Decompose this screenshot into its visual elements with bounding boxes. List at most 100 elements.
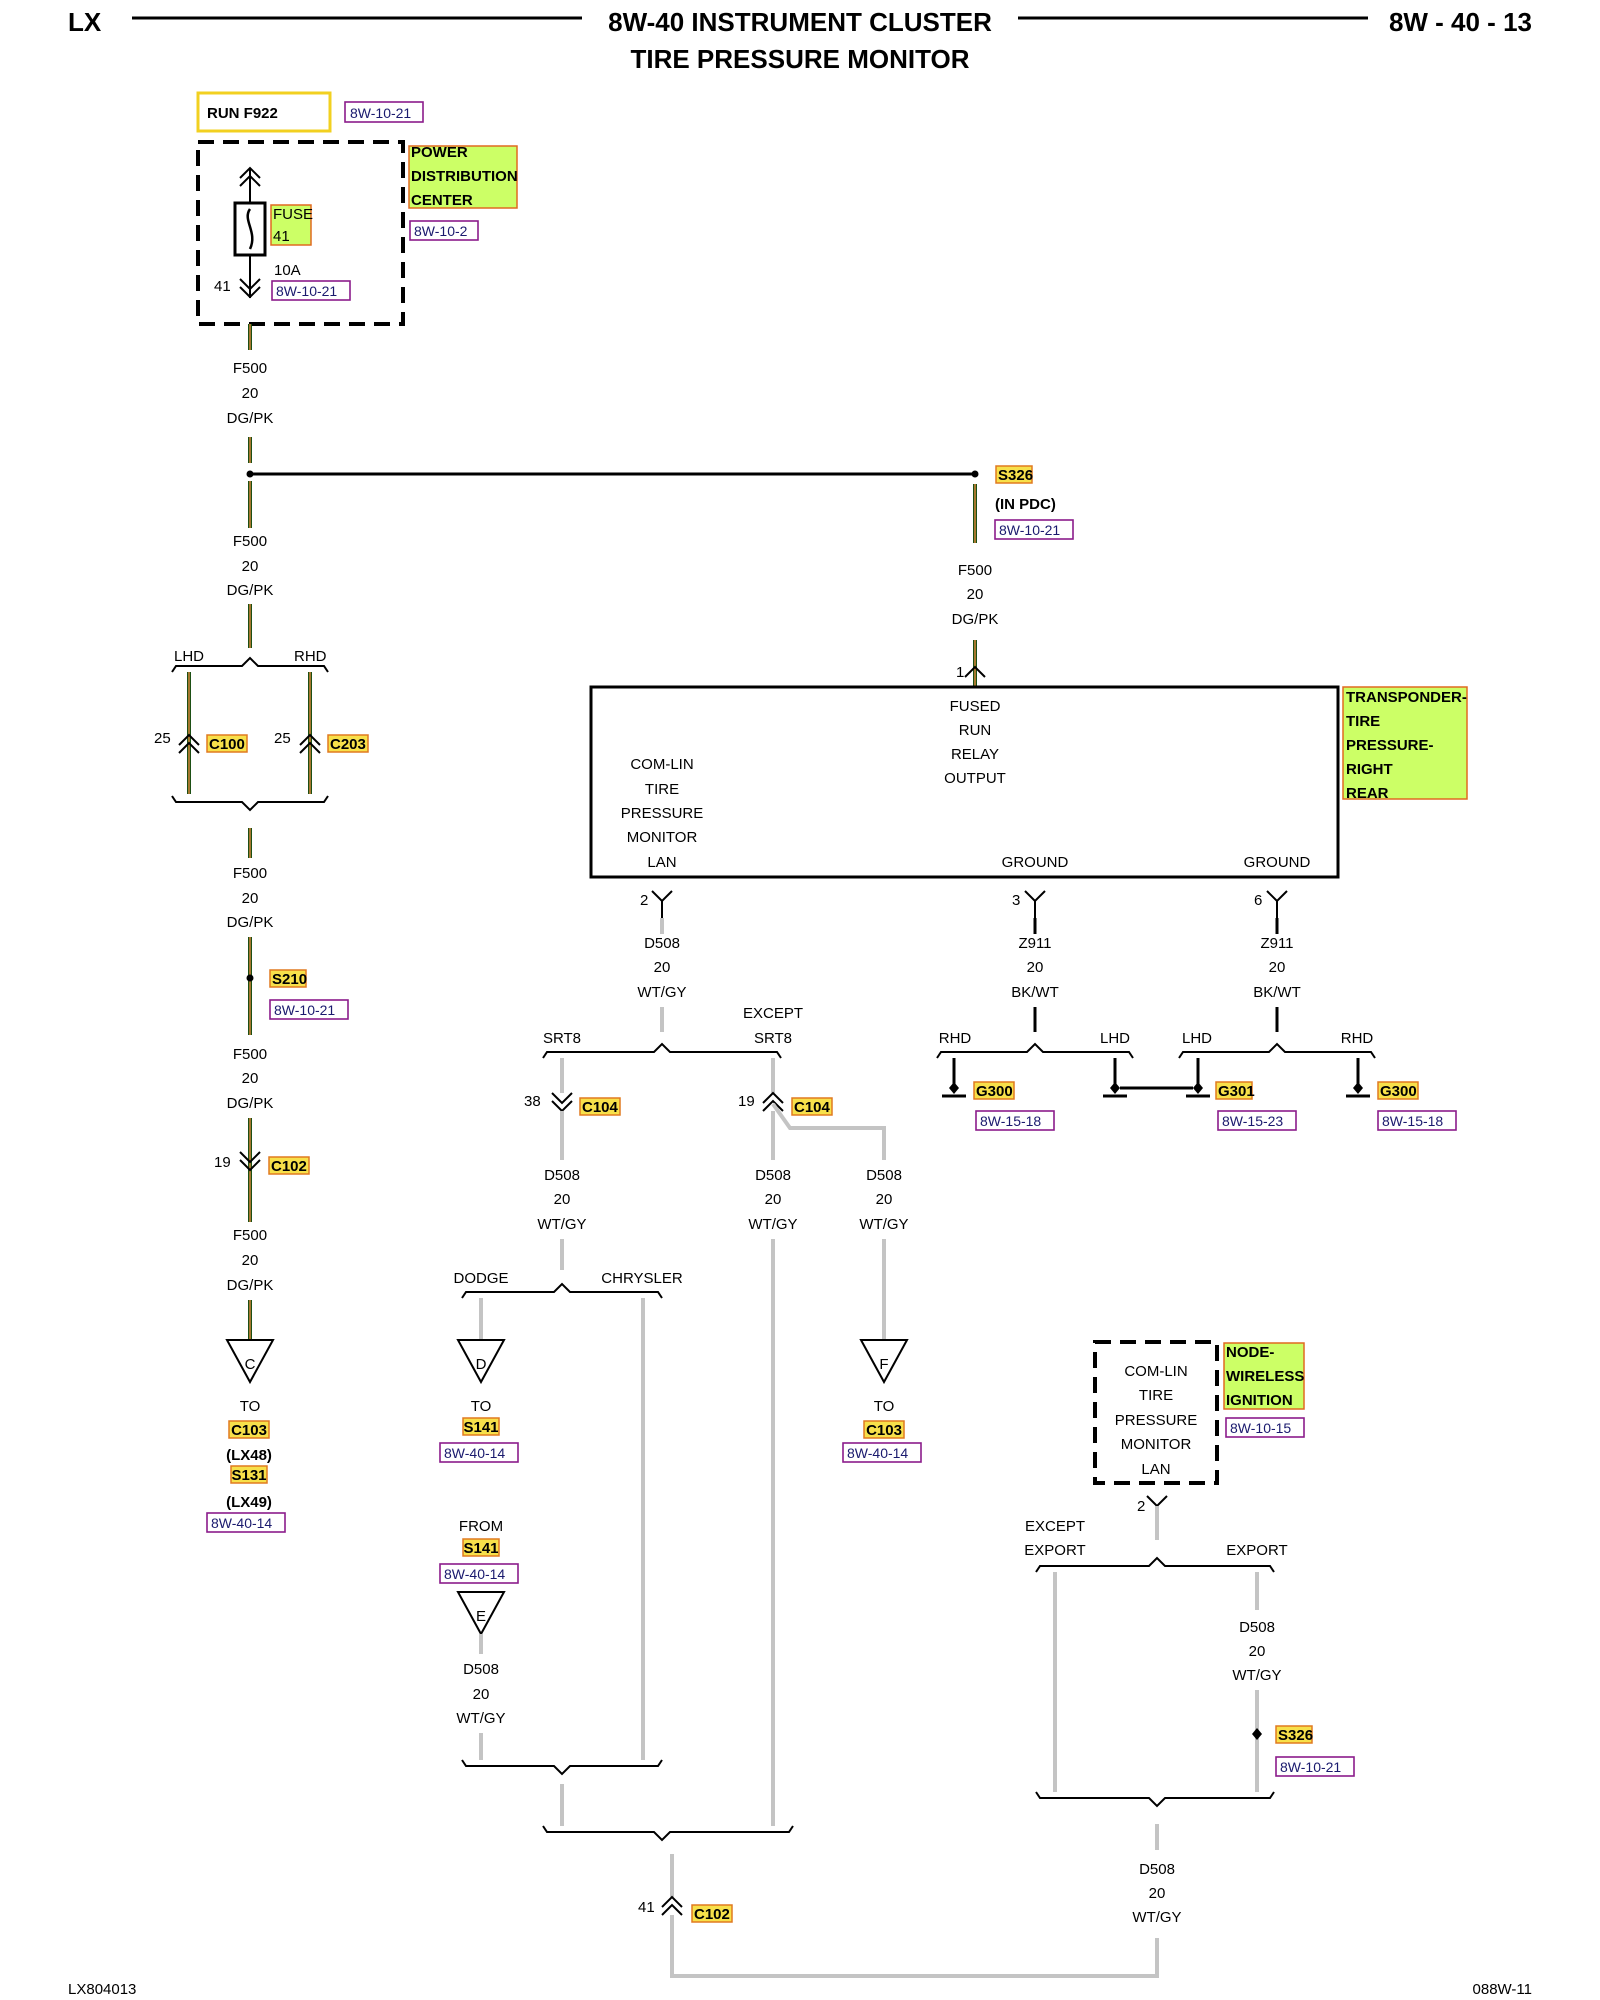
s326b-badge[interactable]	[1275, 1725, 1313, 1744]
merge-bracket-dodge	[461, 1759, 663, 1776]
offpage-d-arrow-icon[interactable]	[456, 1339, 506, 1385]
offpage-d-conn-badge[interactable]	[462, 1417, 500, 1436]
c100-badge[interactable]	[206, 734, 248, 753]
g300a-label[interactable]: G300	[976, 1083, 1013, 1100]
offpage-c-lx48: (LX48)	[226, 1447, 272, 1464]
run-ref-box[interactable]	[344, 101, 424, 123]
c104b-badge[interactable]	[791, 1097, 833, 1116]
wire-d508-srt8-gauge: 20	[554, 1191, 571, 1208]
c102-label[interactable]: C102	[271, 1158, 307, 1175]
pdc-ref[interactable]: 8W-10-2	[414, 223, 468, 239]
wireless-ref[interactable]: 8W-10-15	[1230, 1420, 1291, 1436]
g301-label[interactable]: G301	[1218, 1083, 1255, 1100]
g300b-dot-icon	[1353, 1082, 1363, 1094]
g300a-badge[interactable]	[973, 1081, 1015, 1100]
s326b-ref-box[interactable]	[1275, 1756, 1355, 1777]
c104a-label[interactable]: C104	[582, 1099, 619, 1116]
offpage-d-ref[interactable]: 8W-40-14	[444, 1445, 505, 1461]
c104b-label[interactable]: C104	[794, 1099, 831, 1116]
c203-label[interactable]: C203	[330, 736, 366, 753]
c102b-label[interactable]: C102	[694, 1906, 730, 1923]
g300a-ref-box[interactable]	[975, 1110, 1055, 1131]
wire-z911-b-gauge: 20	[1269, 959, 1286, 976]
offpage-c-s131[interactable]: S131	[231, 1467, 266, 1484]
c102b-connector-icon	[661, 1895, 683, 1916]
offpage-e-conn-badge[interactable]	[462, 1538, 500, 1557]
s326b-ref[interactable]: 8W-10-21	[1280, 1759, 1341, 1775]
c203-badge[interactable]	[327, 734, 369, 753]
offpage-c-arrow-icon[interactable]	[225, 1339, 275, 1385]
pdc-outline	[196, 140, 405, 326]
offpage-f-arrow-icon[interactable]	[859, 1339, 909, 1385]
offpage-c-ref-box[interactable]	[206, 1512, 286, 1533]
offpage-e-from: FROM	[459, 1518, 503, 1535]
s326-ref[interactable]: 8W-10-21	[999, 522, 1060, 538]
offpage-e-arrow-icon[interactable]	[456, 1591, 506, 1637]
g301-badge[interactable]	[1215, 1081, 1253, 1100]
run-ref[interactable]: 8W-10-21	[350, 105, 411, 121]
header-title-1: 8W-40 INSTRUMENT CLUSTER	[608, 7, 992, 37]
offpage-f-ref-box[interactable]	[842, 1442, 922, 1463]
offpage-d-letter: D	[476, 1356, 487, 1373]
fuse-ref[interactable]: 8W-10-21	[276, 283, 337, 299]
c100-label[interactable]: C100	[209, 736, 245, 753]
s210-ref[interactable]: 8W-10-21	[274, 1002, 335, 1018]
offpage-c-s131-badge[interactable]	[230, 1465, 268, 1484]
offpage-c-conn-badge[interactable]	[228, 1420, 270, 1439]
g300b-label[interactable]: G300	[1380, 1083, 1417, 1100]
wire-d508-e-gauge: 20	[473, 1686, 490, 1703]
c104a-badge[interactable]	[579, 1097, 621, 1116]
g301-ref[interactable]: 8W-15-23	[1222, 1113, 1283, 1129]
g301-ref-box[interactable]	[1217, 1110, 1297, 1131]
s210-badge[interactable]	[269, 969, 307, 988]
run-f922-box	[196, 91, 332, 133]
s326b-label[interactable]: S326	[1278, 1727, 1313, 1744]
variant-rhd-b: RHD	[1341, 1030, 1374, 1047]
g300a-ref[interactable]: 8W-15-18	[980, 1113, 1041, 1129]
transponder-fused-4: OUTPUT	[944, 770, 1006, 787]
variant-lhd-left: LHD	[174, 648, 204, 665]
g300b-ref[interactable]: 8W-15-18	[1382, 1113, 1443, 1129]
offpage-c-ref[interactable]: 8W-40-14	[211, 1515, 272, 1531]
wire-z911-a-gauge: 20	[1027, 959, 1044, 976]
offpage-e-ref[interactable]: 8W-40-14	[444, 1566, 505, 1582]
wireless-node-module	[1093, 1340, 1219, 1485]
c102b-badge[interactable]	[691, 1904, 733, 1923]
pdc-ref-box[interactable]	[409, 220, 479, 241]
offpage-e-conn[interactable]: S141	[463, 1540, 498, 1557]
offpage-f-ref[interactable]: 8W-40-14	[847, 1445, 908, 1461]
c102-badge[interactable]	[268, 1156, 310, 1175]
transponder-pin3: 3	[1012, 892, 1020, 909]
variant-lhd-a: LHD	[1100, 1030, 1130, 1047]
offpage-d-ref-box[interactable]	[439, 1442, 519, 1463]
s326-label[interactable]: S326	[998, 467, 1033, 484]
g300b-ref-box[interactable]	[1377, 1110, 1457, 1131]
s326-ref-box[interactable]	[994, 519, 1074, 540]
variant-bracket-bottom	[171, 795, 329, 812]
variant-except-export-1: EXCEPT	[1025, 1518, 1085, 1535]
wireless-com-4: MONITOR	[1121, 1436, 1192, 1453]
wire-d508-top-code: D508	[644, 935, 680, 952]
offpage-f-conn-badge[interactable]	[863, 1420, 905, 1439]
wire-f500-s326-gauge: 20	[967, 586, 984, 603]
wire-except-srt8-jumper	[771, 1102, 886, 1160]
fuse-ref-box[interactable]	[271, 280, 351, 301]
offpage-f-conn[interactable]: C103	[866, 1422, 902, 1439]
variant-except: EXCEPT	[743, 1005, 803, 1022]
offpage-e-ref-box[interactable]	[439, 1563, 519, 1584]
run-f922-label: RUN F922	[207, 105, 278, 122]
wire-d508-export-color: WT/GY	[1232, 1667, 1281, 1684]
c102-pin: 19	[214, 1154, 231, 1171]
footer-right: 088W-11	[1473, 1981, 1532, 1998]
wireless-ref-box[interactable]	[1225, 1417, 1305, 1438]
ground-bracket-a	[936, 1042, 1134, 1059]
s210-label[interactable]: S210	[272, 971, 307, 988]
s326-badge[interactable]	[995, 465, 1033, 484]
header-left: LX	[68, 7, 102, 37]
offpage-c-conn[interactable]: C103	[231, 1422, 267, 1439]
s210-ref-box[interactable]	[269, 999, 349, 1020]
g300b-badge[interactable]	[1377, 1081, 1419, 1100]
variant-lhd-b: LHD	[1182, 1030, 1212, 1047]
offpage-d-conn[interactable]: S141	[463, 1419, 498, 1436]
transponder-pin3-terminal-icon	[1024, 890, 1046, 918]
